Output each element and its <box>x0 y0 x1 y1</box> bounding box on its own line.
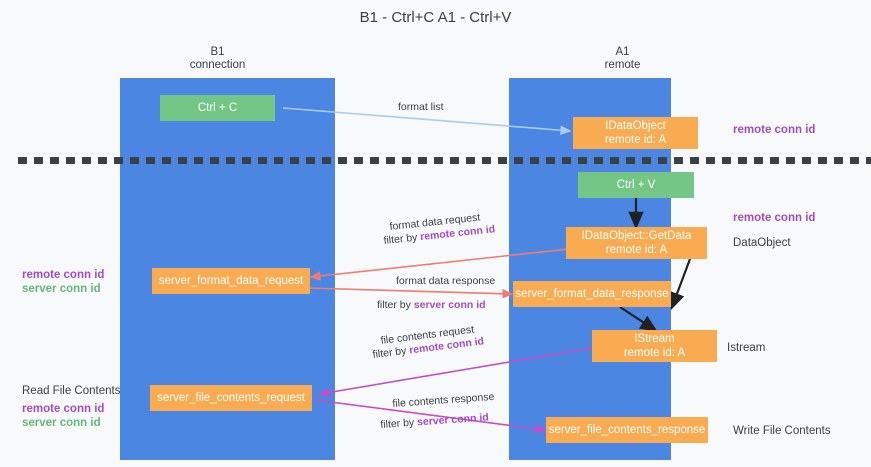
edge-label-format-data-response-filter: filter by server conn id <box>377 299 486 312</box>
diagram-title: B1 - Ctrl+C A1 - Ctrl+V <box>359 9 512 26</box>
filter-key-server-conn-id: server conn id <box>413 299 486 311</box>
note-left-remote-conn-id-mid: remote conn id <box>22 269 105 281</box>
arrow-format-data-request <box>309 247 579 281</box>
box-ctrl-v[interactable]: Ctrl + V <box>578 172 694 198</box>
arrow-file-contents-request <box>318 347 593 398</box>
box-idataobject[interactable]: IDataObject remote id: A <box>573 117 698 149</box>
box-server-file-contents-request[interactable]: server_file_contents_request <box>150 385 312 411</box>
box-server-format-data-response[interactable]: server_format_data_response <box>513 281 671 307</box>
box-getdata[interactable]: IDataObject::GetData remote id: A <box>566 227 707 259</box>
edge-label-format-list: format list <box>398 101 444 113</box>
note-istream: Istream <box>727 342 766 354</box>
arrow-file-contents-response <box>314 399 547 434</box>
edge-label-format-data-response: format data response <box>396 275 496 287</box>
lane-header-b1: B1 connection <box>189 46 246 71</box>
note-read-file-contents: Read File Contents <box>22 385 121 397</box>
note-left-remote-conn-id-bottom: remote conn id <box>22 403 105 415</box>
arrow-format-list <box>282 107 572 136</box>
lane-header-a1: A1 remote <box>604 46 641 71</box>
box-server-format-data-request[interactable]: server_format_data_request <box>152 268 310 294</box>
note-left-server-conn-id-mid: server conn id <box>22 283 101 295</box>
note-dataobject: DataObject <box>733 237 791 249</box>
filter-prefix: filter by <box>380 416 418 431</box>
note-remote-conn-id-top: remote conn id <box>733 124 816 136</box>
arrow-getdata-to-format-response <box>669 258 692 311</box>
filter-prefix: filter by <box>383 231 421 247</box>
note-write-file-contents: Write File Contents <box>733 425 831 437</box>
box-istream[interactable]: IStream remote id: A <box>592 330 717 362</box>
arrow-format-response-to-istream <box>619 306 658 332</box>
note-remote-conn-id-mid: remote conn id <box>733 212 816 224</box>
box-ctrl-c[interactable]: Ctrl + C <box>160 95 275 121</box>
section-divider <box>18 157 871 164</box>
note-left-server-conn-id-bottom: server conn id <box>22 417 101 429</box>
filter-prefix: filter by <box>377 299 414 311</box>
box-server-file-contents-response[interactable]: server_file_contents_response <box>546 417 708 443</box>
arrow-format-data-response <box>306 287 514 299</box>
